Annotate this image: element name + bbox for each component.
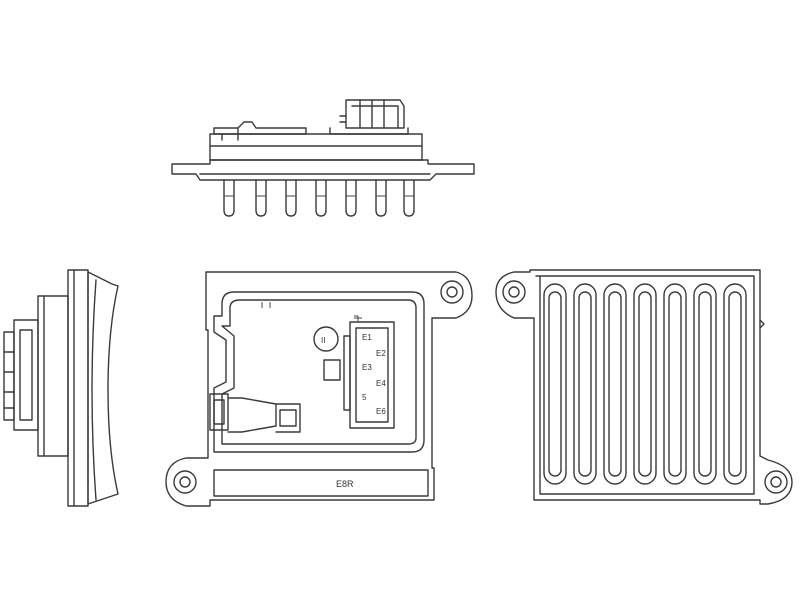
pin-label-e4: E4 (376, 379, 386, 388)
housing-marking: E8R (336, 479, 354, 489)
pin-label-e1: E1 (362, 333, 372, 342)
circle-marking-text: II (321, 336, 325, 345)
front-mounting-holes (173, 280, 464, 494)
front-view: E8R II E1 E2 E3 E4 5 E6 (165, 271, 473, 507)
front-inner-frame (213, 291, 425, 453)
top-latch-clip (213, 121, 307, 141)
heatsink-outer-plate (495, 269, 793, 505)
side-front-plate (87, 271, 119, 505)
pin-label-e3: E3 (362, 363, 372, 372)
pin-label-e6: E6 (376, 407, 386, 416)
side-connector-block (3, 295, 69, 457)
front-transistor (209, 393, 301, 433)
front-outer-housing (165, 271, 473, 507)
top-connector-housing (329, 99, 409, 135)
left-side-view (3, 269, 119, 507)
heatsink-fins (543, 283, 747, 485)
top-flange (171, 159, 475, 181)
pin-label-5: 5 (362, 393, 367, 402)
heatsink-view (495, 269, 793, 505)
top-elevation-view (171, 99, 475, 217)
pin-label-e2: E2 (376, 349, 386, 358)
top-pins (223, 179, 415, 217)
side-body (67, 269, 89, 507)
circle-marking: II (313, 326, 339, 352)
top-main-body (209, 133, 423, 161)
front-label-strip (213, 469, 429, 497)
heatsink-mounting-holes (502, 280, 788, 494)
front-connector-socket: E1 E2 E3 E4 5 E6 (323, 315, 395, 429)
